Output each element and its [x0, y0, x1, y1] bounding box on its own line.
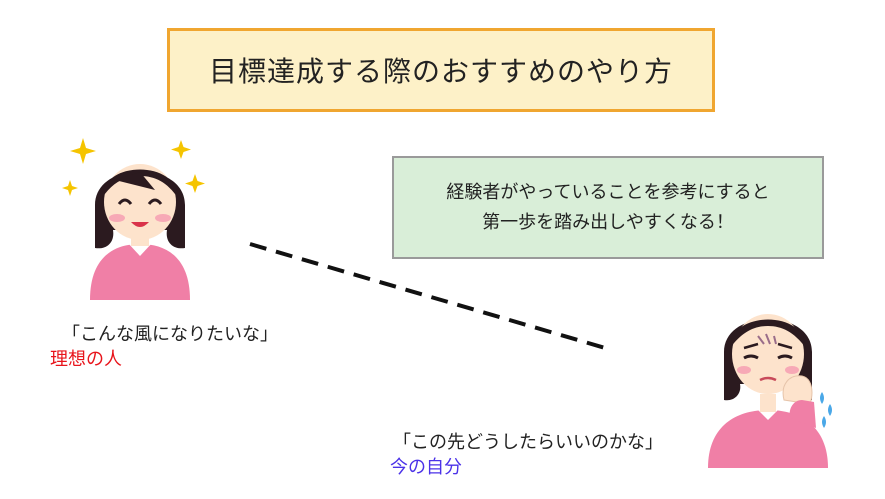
- current-self-label: 今の自分: [390, 457, 462, 478]
- advice-note-line-1: 経験者がやっていることを参考にすると: [446, 181, 770, 203]
- sparkle-icon: [62, 138, 205, 196]
- ideal-person-quote: 「こんな風になりたいな」: [62, 324, 278, 345]
- sweat-drops-icon: [820, 392, 832, 428]
- current-self-illustration: [708, 314, 832, 468]
- ideal-person-illustration: [62, 138, 205, 300]
- ideal-person-label: 理想の人: [50, 349, 122, 370]
- current-self-quote: 「この先どうしたらいいのかな」: [393, 432, 663, 453]
- advice-note: 経験者がやっていることを参考にすると 第一歩を踏み出しやすくなる！: [392, 156, 824, 259]
- advice-note-line-2: 第一歩を踏み出しやすくなる！: [482, 211, 734, 233]
- slide-title: 目標達成する際のおすすめのやり方: [167, 28, 715, 112]
